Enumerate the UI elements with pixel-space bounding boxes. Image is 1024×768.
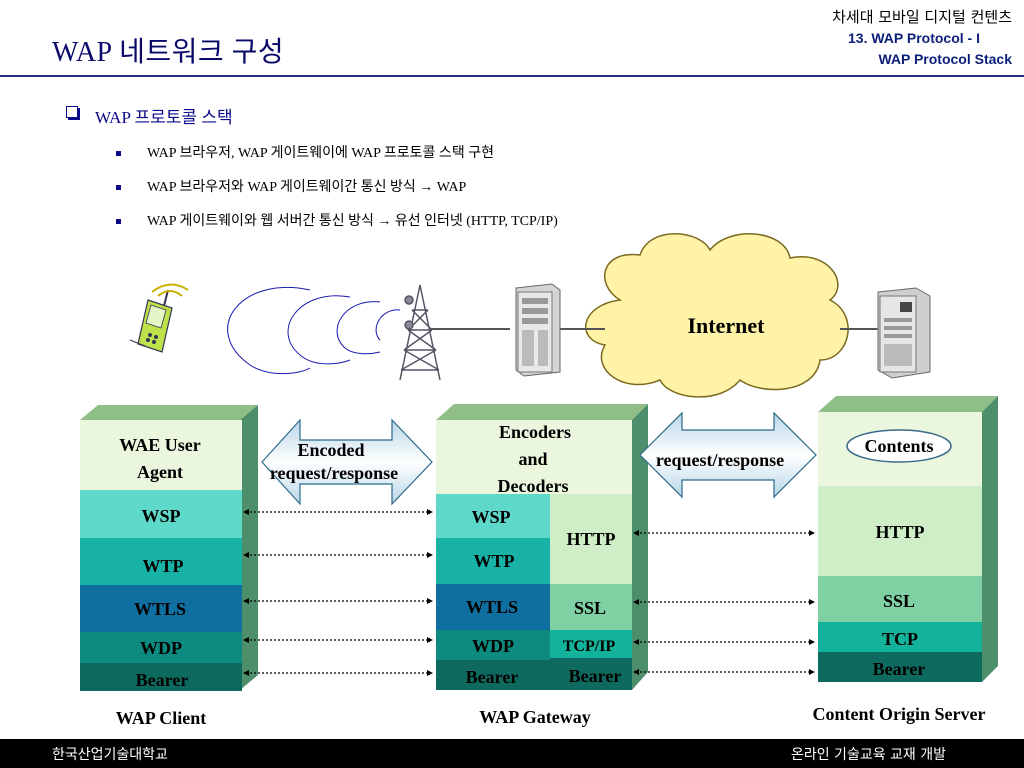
encoded-arrow-label-line1: Encoded xyxy=(297,440,364,460)
gateway-layer-wtls: WTLS xyxy=(466,597,518,617)
origin-server-stack xyxy=(818,396,998,682)
footer-project: 온라인 기술교육 교재 개발 xyxy=(790,747,946,763)
gateway-top-line2: and xyxy=(518,449,547,469)
square-bullet-icon xyxy=(116,151,121,156)
client-layer-wdp: WDP xyxy=(140,638,182,658)
request-response-label: request/response xyxy=(656,450,784,470)
client-layer-wtls: WTLS xyxy=(134,599,186,619)
encoded-request-response-arrow xyxy=(261,418,433,506)
bullet-item: WAP 게이트웨이와 웹 서버간 통신 방식 → 유선 인터넷 (HTTP, T… xyxy=(147,214,558,229)
server-top-contents: Contents xyxy=(864,436,933,456)
peer-links-client-gateway xyxy=(243,509,433,676)
client-layer-wae-line1: WAE User xyxy=(119,435,201,455)
bullet-item: WAP 브라우저, WAP 게이트웨이에 WAP 프로토콜 스택 구현 xyxy=(147,146,494,161)
content-origin-server-caption: Content Origin Server xyxy=(813,704,986,724)
peer-links-gateway-server xyxy=(633,530,815,675)
footer-bar xyxy=(0,739,1024,768)
header-lecture-number: 13. WAP Protocol - I xyxy=(848,30,980,46)
gateway-layer-http: HTTP xyxy=(566,529,615,549)
server-layer-http: HTTP xyxy=(875,522,924,542)
gateway-layer-tcpip: TCP/IP xyxy=(563,638,616,655)
internet-cloud xyxy=(585,233,849,398)
gateway-layer-ssl: SSL xyxy=(574,598,606,618)
gateway-layer-wsp: WSP xyxy=(471,507,510,527)
gateway-layer-wtp: WTP xyxy=(473,551,514,571)
gateway-layer-bearer: Bearer xyxy=(466,667,519,687)
server-layer-ssl: SSL xyxy=(883,591,915,611)
wap-client-caption: WAP Client xyxy=(116,708,207,728)
internet-label: Internet xyxy=(688,313,766,338)
gateway-layer-bearer-right: Bearer xyxy=(569,666,622,686)
request-response-arrow xyxy=(639,411,817,499)
wap-gateway-caption: WAP Gateway xyxy=(479,707,591,727)
header-topic: WAP Protocol Stack xyxy=(878,51,1012,67)
wap-client-stack xyxy=(80,405,258,691)
gateway-top-line1: Encoders xyxy=(499,422,571,442)
wap-gateway-stack xyxy=(436,404,648,690)
gateway-top-line3: Decoders xyxy=(498,476,569,496)
checkbox-bullet-icon xyxy=(66,106,78,118)
mobile-phone-icon xyxy=(129,283,189,353)
client-layer-bearer: Bearer xyxy=(136,670,189,690)
section-heading: WAP 프로토콜 스택 xyxy=(95,108,233,127)
bullet-item: WAP 브라우저와 WAP 게이트웨이간 통신 방식 → WAP xyxy=(147,180,467,195)
square-bullet-icon xyxy=(116,219,121,224)
page-title: WAP 네트워크 구성 xyxy=(52,37,285,68)
square-bullet-icon xyxy=(116,185,121,190)
gateway-server-icon xyxy=(515,283,561,377)
encoded-arrow-label-line2: request/response xyxy=(270,463,398,483)
gateway-layer-wdp: WDP xyxy=(472,636,514,656)
header-divider xyxy=(0,75,1024,77)
server-layer-bearer: Bearer xyxy=(873,659,926,679)
client-layer-wae-line2: Agent xyxy=(137,462,183,482)
client-layer-wsp: WSP xyxy=(141,506,180,526)
client-layer-wtp: WTP xyxy=(142,556,183,576)
antenna-tower-icon xyxy=(399,284,441,381)
header-course-name: 차세대 모바일 디지털 컨텐츠 xyxy=(832,8,1012,26)
radio-waves-icon xyxy=(227,287,401,375)
footer-university: 한국산업기술대학교 xyxy=(52,747,168,763)
server-layer-tcp: TCP xyxy=(882,629,918,649)
origin-server-icon xyxy=(877,287,931,379)
